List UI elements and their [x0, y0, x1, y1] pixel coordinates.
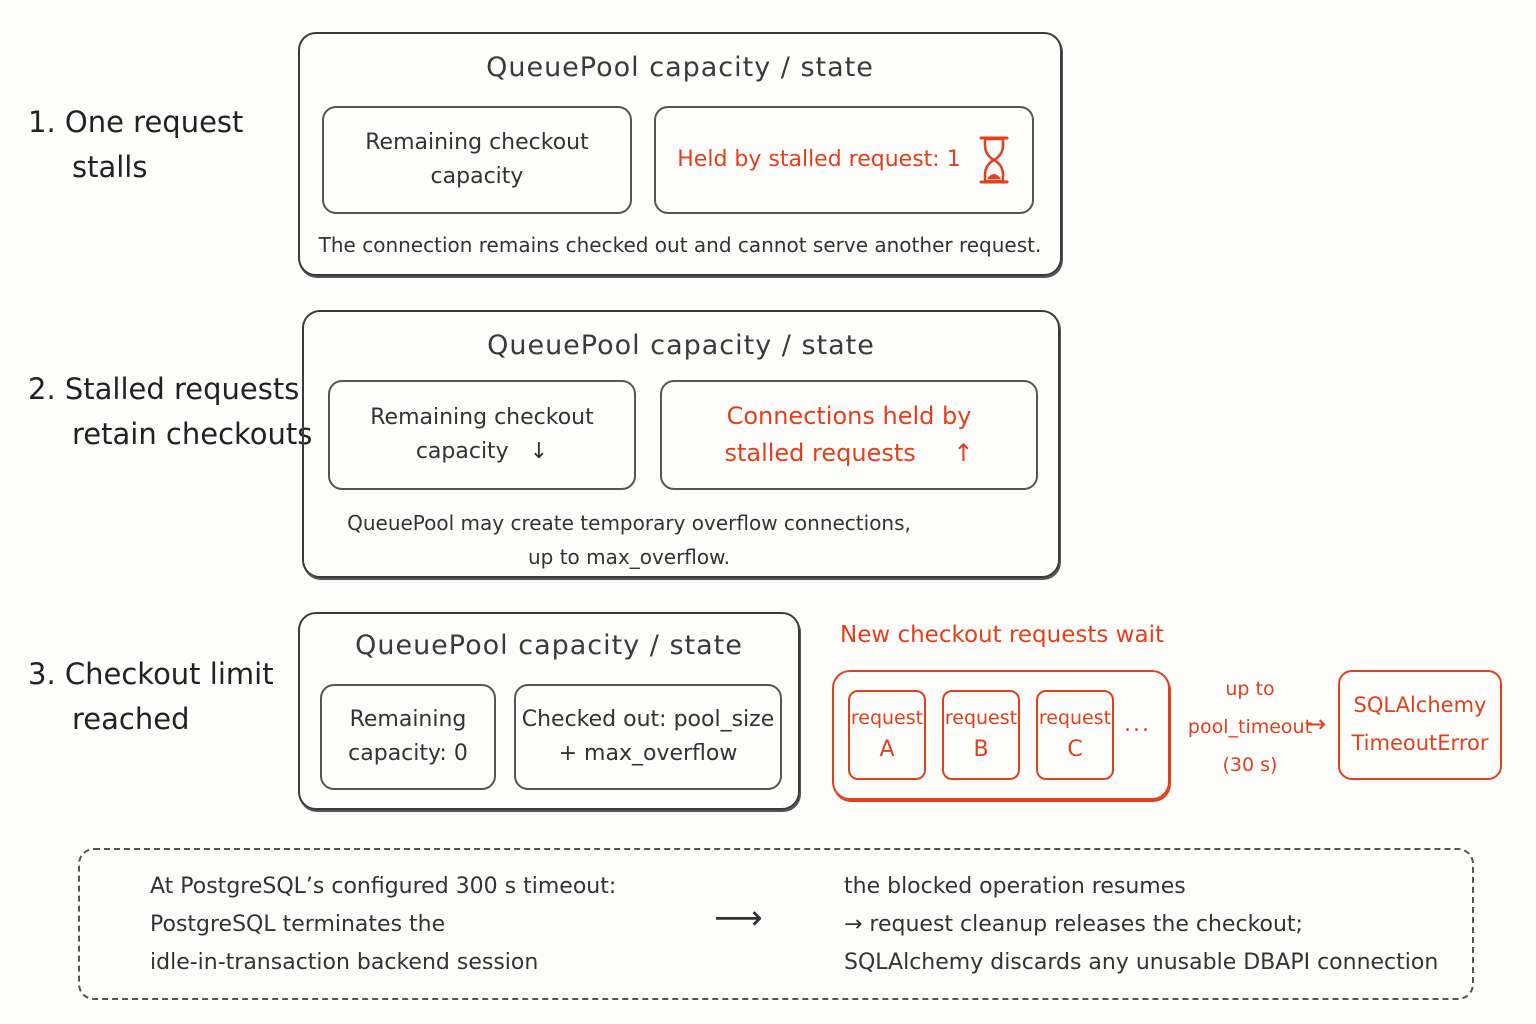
step-1-label: 1. One request stalls [28, 100, 243, 190]
request-a: request A [848, 690, 926, 780]
step-3-label: 3. Checkout limit reached [28, 652, 274, 742]
panel-3-checked-out: Checked out: pool_size + max_overflow [514, 684, 782, 790]
footer-right: the blocked operation resumes → request … [844, 868, 1438, 982]
step-3-line2: reached [72, 701, 190, 736]
request-c: request C [1036, 690, 1114, 780]
footer-note: At PostgreSQL’s configured 300 s timeout… [78, 848, 1474, 1000]
queue-label: New checkout requests wait [839, 622, 1164, 648]
wait-line2: pool_timeout [1187, 716, 1313, 738]
arrow-up-icon: ↑ [953, 439, 974, 467]
panel-2-held: Connections held by stalled requests ↑ [660, 380, 1038, 490]
step-1-line1: 1. One request [28, 105, 244, 139]
panel-3-remaining-line1: Remaining [349, 706, 467, 732]
panel-2-remaining-capacity: Remaining checkout capacity ↓ [328, 380, 636, 490]
panel-2-note-line1: QueuePool may create temporary overflow … [347, 511, 911, 535]
request-b: request B [942, 690, 1020, 780]
panel-1-remaining-line2: capacity [430, 164, 524, 189]
request-b-word: request [944, 707, 1018, 730]
panel-3-remaining-line2: capacity: 0 [348, 741, 468, 766]
footer-left-line3: idle-in-transaction backend session [150, 950, 539, 975]
footer-left: At PostgreSQL’s configured 300 s timeout… [150, 868, 616, 982]
request-queue: request A request B request C ... [832, 670, 1170, 800]
arrow-down-icon: ↓ [529, 439, 549, 464]
step-2-label: 2. Stalled requests retain checkouts [28, 367, 312, 457]
error-line2: TimeoutError [1351, 731, 1489, 755]
hourglass-icon [979, 136, 1009, 184]
panel-1-remaining-line1: Remaining checkout [365, 129, 589, 155]
panel-2-note-line2: up to max_overflow. [527, 545, 731, 569]
wait-line3: (30 s) [1222, 754, 1278, 776]
footer-arrow-icon: ⟶ [714, 898, 763, 938]
request-b-letter: B [973, 736, 989, 762]
footer-left-line2: PostgreSQL terminates the [150, 912, 446, 937]
request-c-word: request [1038, 707, 1112, 730]
step-3-line1: 3. Checkout limit [28, 657, 274, 691]
panel-1-held-text: Held by stalled request: 1 [677, 146, 961, 172]
arrow-right-icon: → [1306, 710, 1327, 738]
request-a-word: request [850, 707, 924, 730]
panel-2-held-line1: Connections held by [726, 401, 972, 430]
panel-2: QueuePool capacity / state Remaining che… [302, 310, 1060, 578]
panel-3: QueuePool capacity / state Remaining cap… [298, 612, 800, 810]
panel-1-remaining-capacity: Remaining checkout capacity [322, 106, 632, 214]
panel-2-remaining-line2: capacity [415, 439, 509, 464]
panel-2-remaining-line2-wrap: capacity ↓ [416, 435, 548, 469]
step-2-line2: retain checkouts [72, 416, 313, 451]
panel-2-remaining-line1: Remaining checkout [370, 404, 594, 430]
panel-1-title: QueuePool capacity / state [486, 52, 874, 83]
panel-3-checked-line1: Checked out: pool_size [521, 706, 775, 732]
panel-3-checked-line2: + max_overflow [558, 741, 738, 766]
step-1-line2: stalls [72, 149, 148, 184]
panel-3-title: QueuePool capacity / state [355, 630, 743, 661]
wait-line1: up to [1225, 678, 1275, 700]
panel-2-held-line2: stalled requests [724, 439, 916, 467]
pool-timeout-note: up to pool_timeout (30 s) [1184, 670, 1316, 784]
panel-2-held-line2-wrap: stalled requests ↑ [724, 435, 973, 472]
timeout-error-box: SQLAlchemy TimeoutError [1338, 670, 1502, 780]
footer-right-line2: → request cleanup releases the checkout; [844, 912, 1303, 937]
panel-2-note: QueuePool may create temporary overflow … [304, 506, 954, 574]
step-2-line1: 2. Stalled requests [28, 372, 300, 406]
panel-1-note: The connection remains checked out and c… [318, 233, 1042, 257]
panel-2-title: QueuePool capacity / state [487, 330, 875, 361]
request-a-letter: A [879, 736, 895, 762]
panel-1: QueuePool capacity / state Remaining che… [298, 32, 1062, 276]
panel-1-held: Held by stalled request: 1 [654, 106, 1034, 214]
footer-left-line1: At PostgreSQL’s configured 300 s timeout… [150, 874, 617, 899]
footer-right-line1: the blocked operation resumes [844, 874, 1186, 899]
queue-ellipsis: ... [1124, 712, 1151, 737]
request-c-letter: C [1067, 736, 1083, 762]
error-line1: SQLAlchemy [1353, 693, 1487, 718]
footer-right-line3: SQLAlchemy discards any unusable DBAPI c… [844, 950, 1439, 975]
panel-3-remaining-capacity: Remaining capacity: 0 [320, 684, 496, 790]
